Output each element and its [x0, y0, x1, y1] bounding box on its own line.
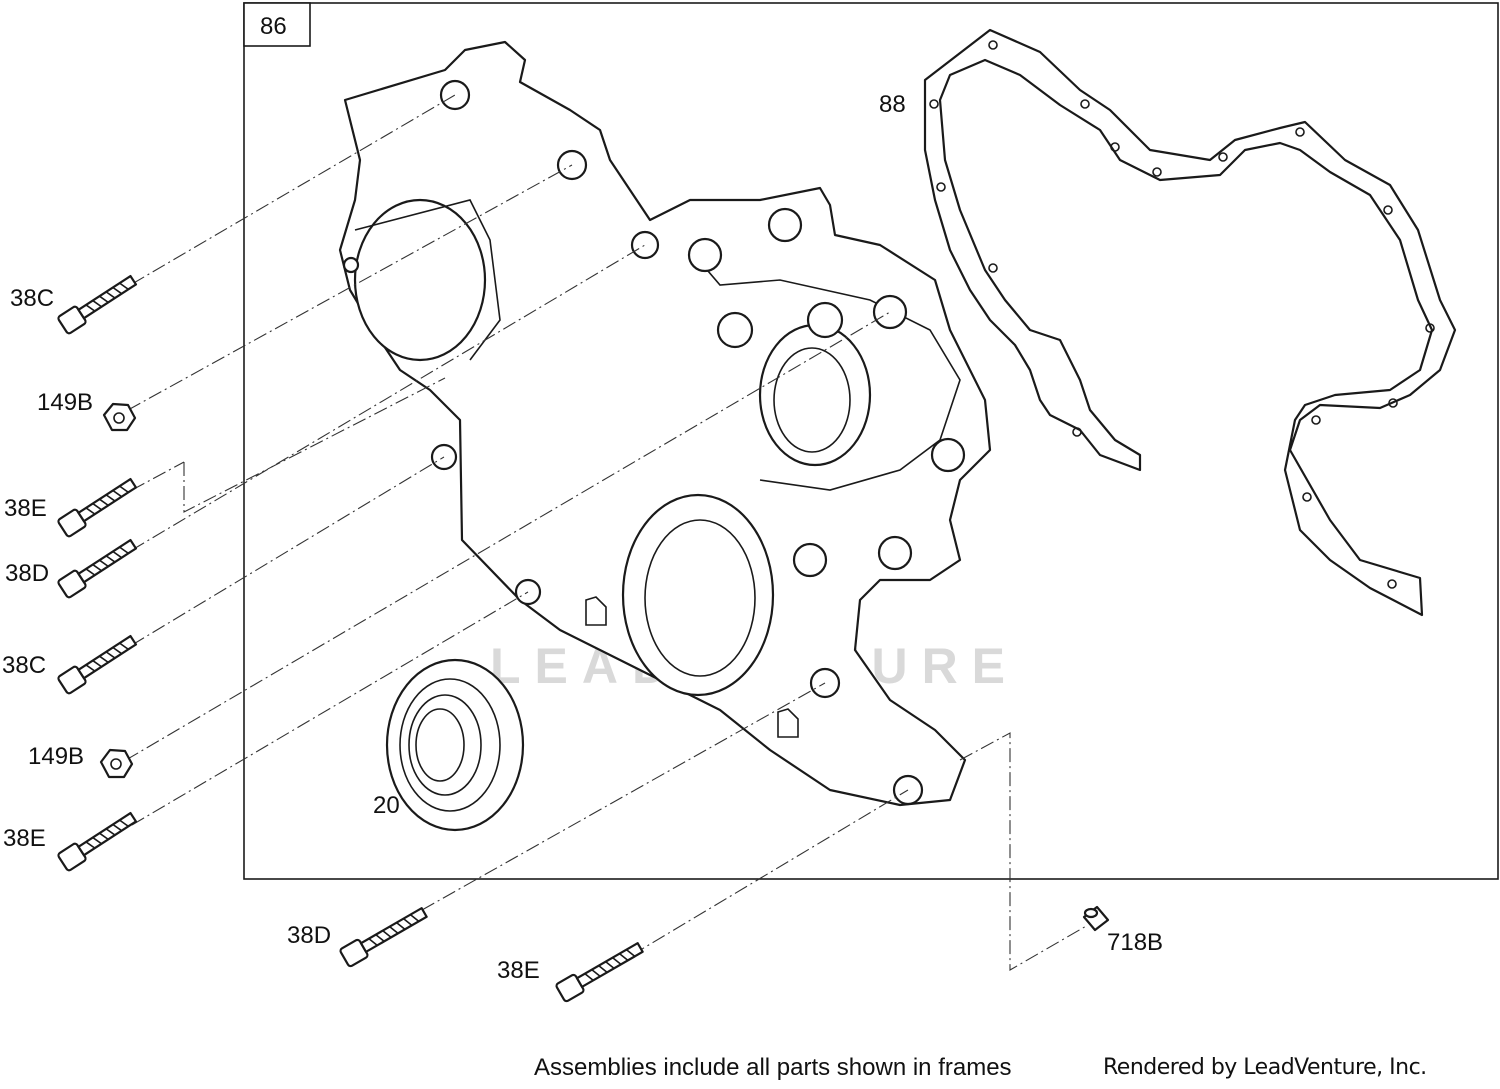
bolt-38e-left-1 [57, 477, 138, 538]
callout-seal: 20 [373, 792, 400, 819]
footer-credit: Rendered by LeadVenture, Inc. [1103, 1055, 1427, 1080]
bolt-38e-bottom [555, 942, 644, 1003]
timing-cover-drawing [338, 40, 992, 807]
callout-nut-149b-bottom: 149B [28, 743, 84, 770]
dowel-pin-drawing [1082, 905, 1110, 932]
bolt-38c-top [57, 274, 138, 335]
callout-nut-149b-top: 149B [37, 389, 93, 416]
nut-149b-bottom [99, 748, 134, 779]
nut-149b-top [102, 402, 137, 432]
callout-bolt-38e-bottom: 38E [497, 957, 540, 984]
callout-bolt-38c-mid: 38C [2, 652, 46, 679]
bolt-38c-mid [57, 634, 138, 695]
callout-bolt-38d-bottom: 38D [287, 922, 331, 949]
callout-bolt-38d-left: 38D [5, 560, 49, 587]
footer-assemblies-note: Assemblies include all parts shown in fr… [534, 1054, 1012, 1081]
callout-dowel-pin: 718B [1107, 929, 1163, 956]
bolt-38d-bottom [339, 907, 428, 968]
gasket-drawing [923, 28, 1457, 617]
frame-label: 86 [260, 13, 287, 40]
bolt-38e-left-2 [57, 811, 138, 872]
frame-label-box [243, 2, 311, 47]
callout-gasket: 88 [879, 91, 906, 118]
callout-bolt-38e-left-2: 38E [3, 825, 46, 852]
callout-bolt-38e-left-1: 38E [4, 495, 47, 522]
leader-lines [125, 94, 1089, 971]
callout-bolt-38c-top: 38C [10, 285, 54, 312]
oil-seal-drawing [385, 658, 525, 832]
bolt-38d-left [57, 538, 138, 599]
assembly-frame [243, 2, 1499, 880]
